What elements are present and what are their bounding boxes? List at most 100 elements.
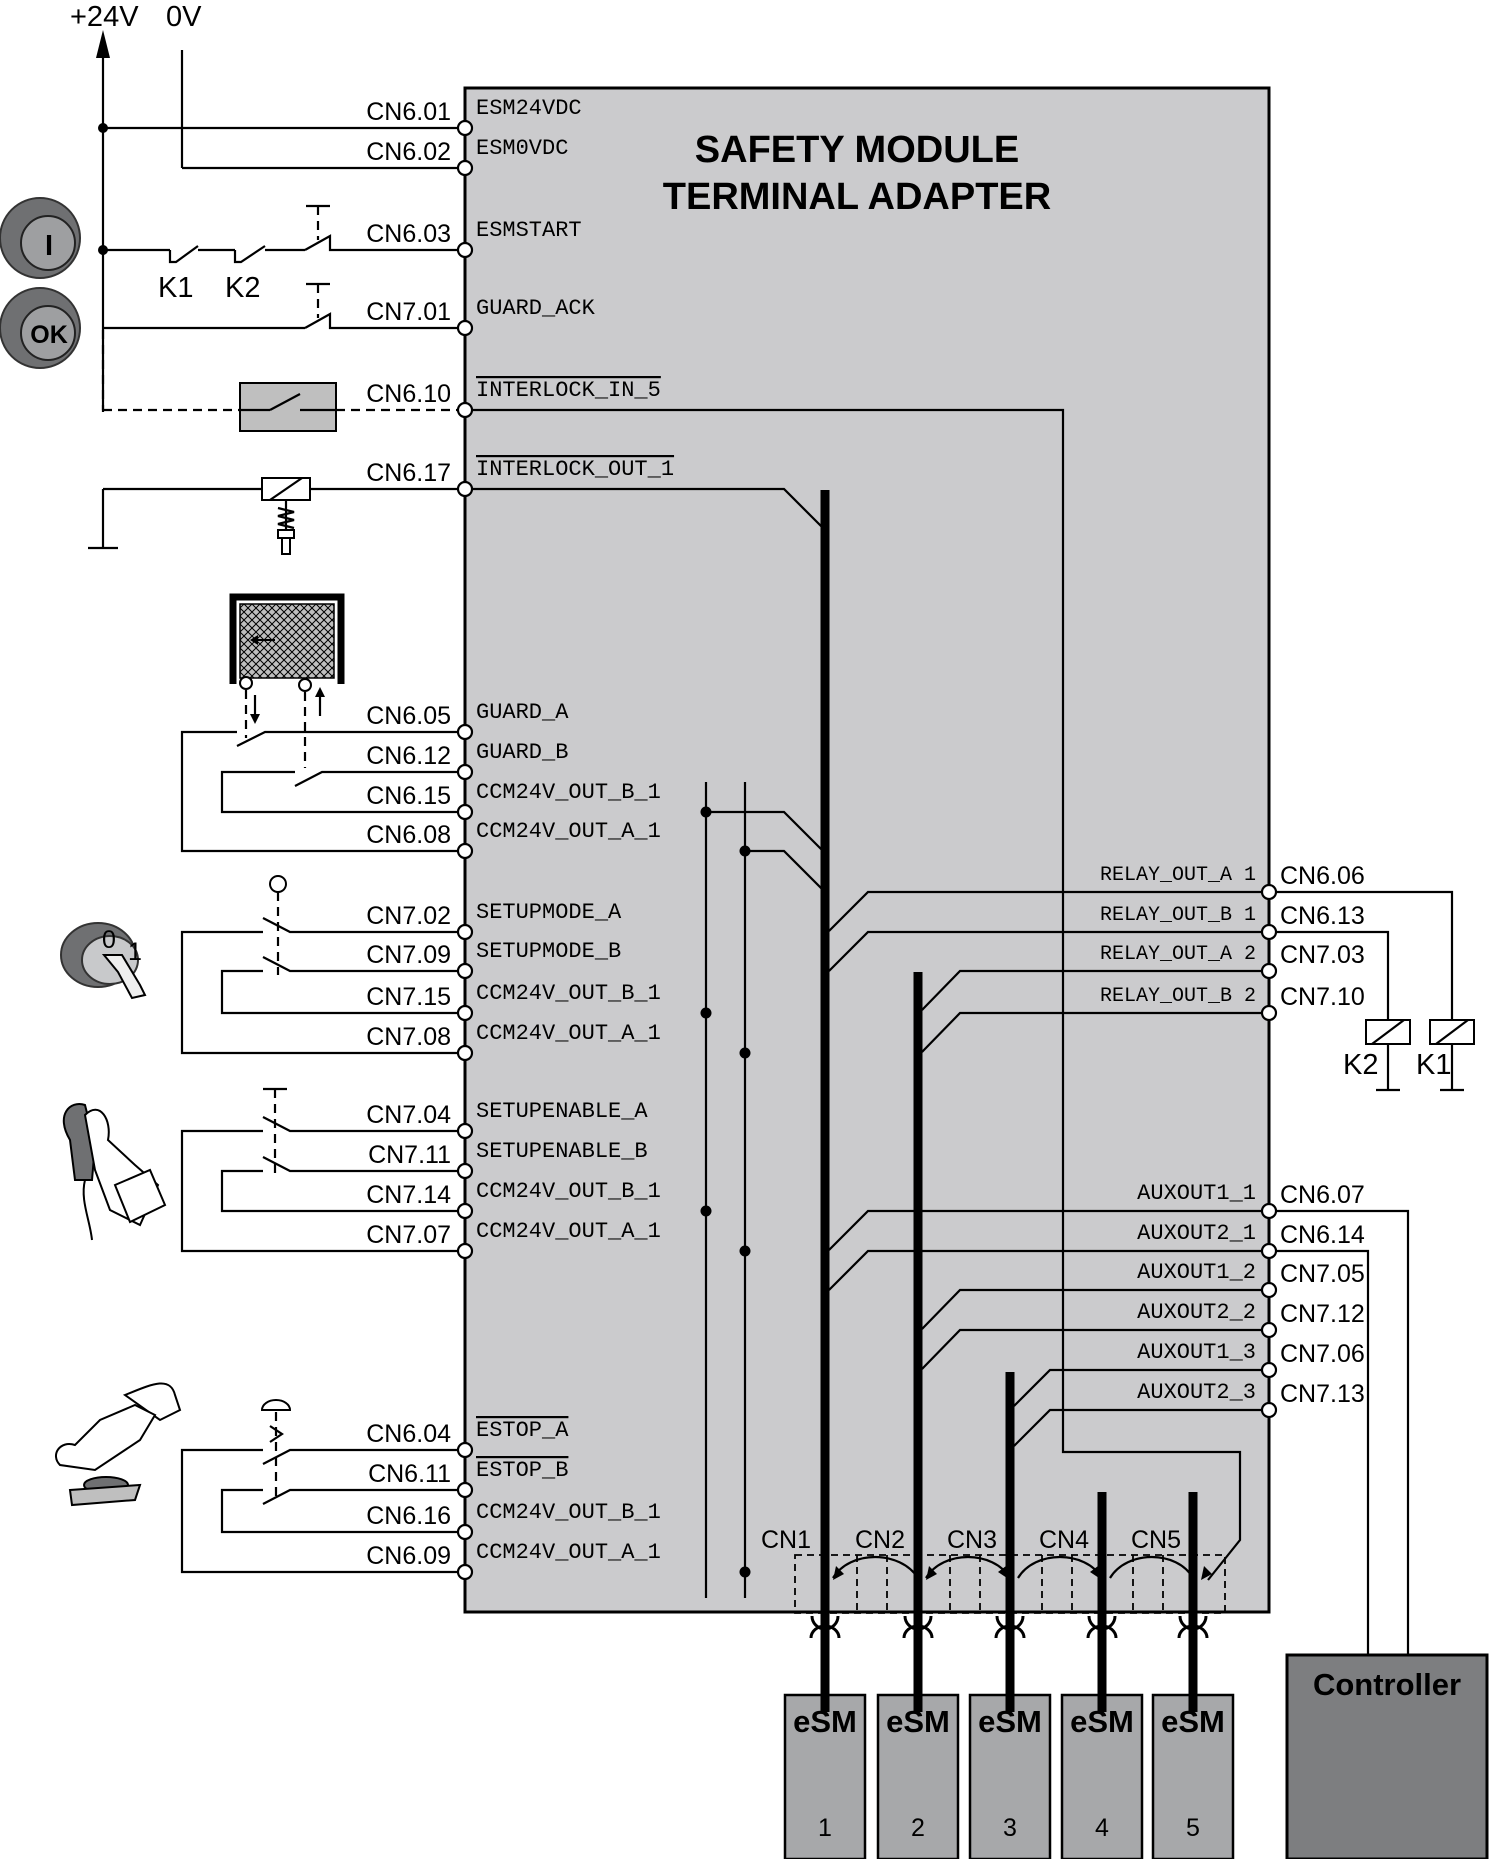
terminal-CN7.06: AUXOUT1_3 CN7.06 bbox=[1137, 1340, 1365, 1379]
supply-rails: +24V 0V bbox=[70, 1, 465, 412]
terminal-signal-label: GUARD_ACK bbox=[476, 296, 596, 321]
terminal-pin bbox=[456, 119, 474, 137]
terminal-cn-label: CN6.04 bbox=[366, 1420, 451, 1448]
terminal-signal-label: CCM24V_OUT_B_1 bbox=[476, 780, 661, 805]
terminal-cn-label: CN7.09 bbox=[366, 941, 451, 969]
arrow-up-icon bbox=[96, 30, 110, 58]
terminal-pin bbox=[456, 1242, 474, 1260]
terminal-signal-label: CCM24V_OUT_A_1 bbox=[476, 1219, 661, 1244]
terminal-pin bbox=[456, 1004, 474, 1022]
terminal-signal-label: SETUPENABLE_A bbox=[476, 1099, 648, 1124]
svg-text:OK: OK bbox=[30, 321, 68, 349]
terminal-pin bbox=[1260, 1242, 1278, 1260]
terminal-CN7.08: CN7.08 CCM24V_OUT_A_1 bbox=[366, 1021, 661, 1062]
terminal-CN6.15: CN6.15 CCM24V_OUT_B_1 bbox=[366, 780, 661, 821]
terminal-cn-label: CN6.08 bbox=[366, 821, 451, 849]
enable-device-icon bbox=[62, 1103, 167, 1241]
terminal-cn-label: CN7.04 bbox=[366, 1101, 451, 1129]
setupmode-wiring bbox=[180, 875, 465, 1055]
terminal-pin bbox=[456, 763, 474, 781]
terminal-signal-label: CCM24V_OUT_A_1 bbox=[476, 1540, 661, 1565]
terminal-pin bbox=[456, 1563, 474, 1581]
terminal-pin bbox=[456, 241, 474, 259]
terminal-signal-label: AUXOUT1_1 bbox=[1137, 1181, 1256, 1206]
terminal-CN7.05: AUXOUT1_2 CN7.05 bbox=[1137, 1260, 1365, 1299]
cable-plugs bbox=[809, 1615, 1209, 1695]
junction-dot bbox=[739, 1566, 751, 1578]
terminal-pin bbox=[456, 1523, 474, 1541]
start-chain: K1 K2 bbox=[103, 204, 465, 330]
coil-k1-label: K1 bbox=[1416, 1049, 1451, 1081]
terminal-pin bbox=[1260, 1321, 1278, 1339]
cable-plug bbox=[809, 1615, 841, 1695]
esm-label: eSM bbox=[978, 1704, 1042, 1739]
terminal-cn-label: CN6.10 bbox=[366, 380, 451, 408]
interlock-switch-icon bbox=[239, 382, 337, 432]
estop-wiring bbox=[180, 1399, 465, 1574]
terminal-signal-label: CCM24V_OUT_B_1 bbox=[476, 981, 661, 1006]
esm-number: 1 bbox=[818, 1814, 832, 1842]
terminal-signal-label: INTERLOCK_OUT_1 bbox=[476, 457, 674, 482]
controller-box: Controller bbox=[1269, 1209, 1489, 1859]
connector-strip bbox=[794, 1554, 1226, 1614]
esm-label: eSM bbox=[793, 1704, 857, 1739]
terminal-signal-label: RELAY_OUT_A 2 bbox=[1100, 943, 1256, 966]
terminal-cn-label: CN7.13 bbox=[1280, 1380, 1365, 1408]
ack-button-icon: OK bbox=[0, 287, 81, 369]
connector-label-CN4: CN4 bbox=[1039, 1526, 1089, 1554]
terminal-signal-label: AUXOUT1_2 bbox=[1137, 1260, 1256, 1285]
esm-module-3: eSM 3 bbox=[968, 1693, 1052, 1859]
terminal-cn-label: CN6.07 bbox=[1280, 1181, 1365, 1209]
esm-label: eSM bbox=[1070, 1704, 1134, 1739]
terminal-signal-label: CCM24V_OUT_B_1 bbox=[476, 1500, 661, 1525]
terminal-signal-label: CCM24V_OUT_A_1 bbox=[476, 1021, 661, 1046]
terminal-pin bbox=[456, 923, 474, 941]
terminal-cn-label: CN6.11 bbox=[368, 1460, 451, 1488]
terminal-cn-label: CN6.12 bbox=[366, 742, 451, 770]
terminal-cn-label: CN7.14 bbox=[366, 1181, 451, 1209]
terminal-CN6.07: AUXOUT1_1 CN6.07 bbox=[1137, 1181, 1365, 1220]
terminal-signal-label: AUXOUT1_3 bbox=[1137, 1340, 1256, 1365]
terminal-pin bbox=[456, 1481, 474, 1499]
esm-number: 3 bbox=[1003, 1814, 1017, 1842]
connector-label-CN2: CN2 bbox=[855, 1526, 905, 1554]
terminal-pin bbox=[456, 159, 474, 177]
terminal-cn-label: CN7.06 bbox=[1280, 1340, 1365, 1368]
terminal-signal-label: RELAY_OUT_A 1 bbox=[1100, 864, 1256, 887]
terminal-pin bbox=[456, 1441, 474, 1459]
junction-dot bbox=[700, 1007, 712, 1019]
terminal-pin bbox=[456, 842, 474, 860]
svg-text:1: 1 bbox=[128, 938, 142, 966]
terminal-signal-label: INTERLOCK_IN_5 bbox=[476, 378, 661, 403]
terminal-pin bbox=[456, 319, 474, 337]
cable-plug bbox=[1177, 1615, 1209, 1695]
controller-label: Controller bbox=[1313, 1667, 1461, 1702]
setupenable-wiring bbox=[180, 1087, 465, 1253]
terminal-signal-label: CCM24V_OUT_B_1 bbox=[476, 1179, 661, 1204]
terminal-cn-label: CN6.15 bbox=[366, 782, 451, 810]
terminal-pin bbox=[456, 1162, 474, 1180]
terminal-cn-label: CN7.08 bbox=[366, 1023, 451, 1051]
junction-dot bbox=[700, 806, 712, 818]
terminal-signal-label: ESM24VDC bbox=[476, 96, 582, 121]
terminal-cn-label: CN7.05 bbox=[1280, 1260, 1365, 1288]
esm-label: eSM bbox=[1161, 1704, 1225, 1739]
guard-wiring bbox=[180, 730, 465, 853]
terminal-pin bbox=[456, 480, 474, 498]
terminal-pin bbox=[456, 803, 474, 821]
terminal-cn-label: CN6.06 bbox=[1280, 862, 1365, 890]
key-switch-icon: 0 1 bbox=[60, 922, 147, 1000]
junction-dot bbox=[739, 1245, 751, 1257]
terminal-cn-label: CN6.16 bbox=[366, 1502, 451, 1530]
